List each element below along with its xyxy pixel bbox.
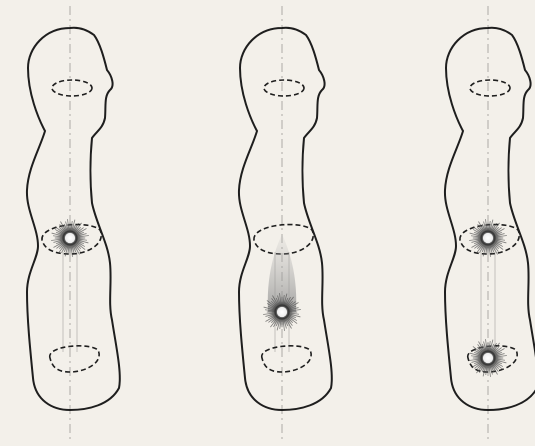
three-figures-illustration [0, 0, 535, 446]
